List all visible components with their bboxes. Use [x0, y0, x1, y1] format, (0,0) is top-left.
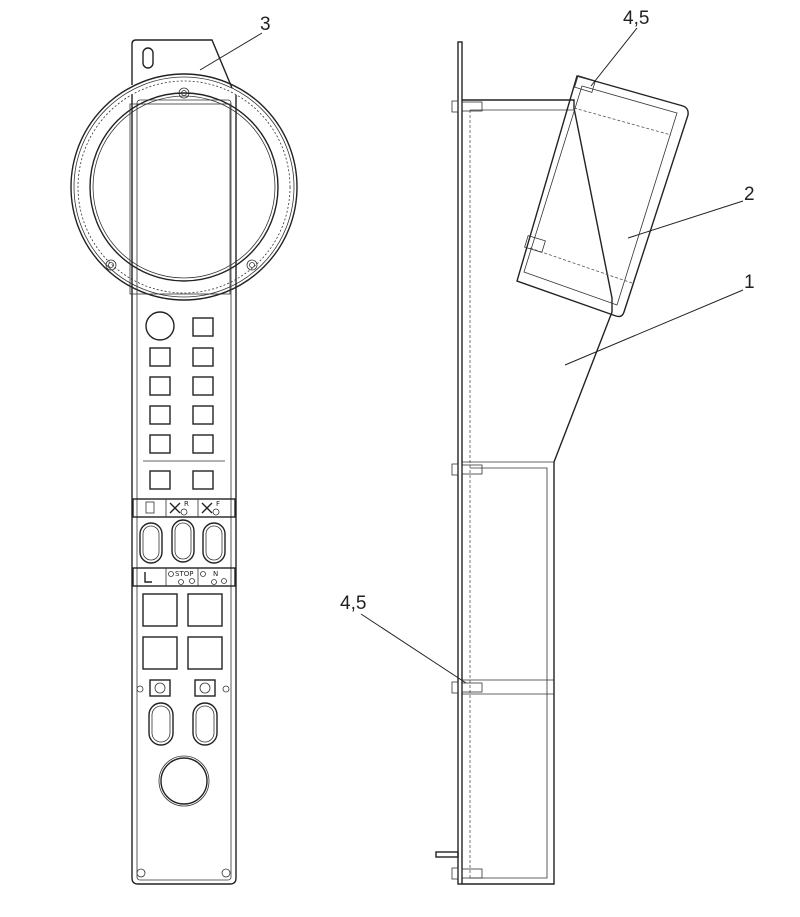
callouts: 3 4,5 2 1 4,5 — [199, 8, 755, 684]
back-plate — [457, 41, 463, 885]
emergency-stop-button — [160, 757, 208, 805]
round-button — [145, 311, 175, 341]
power-symbol-icon — [149, 679, 171, 697]
l-symbol-icon — [144, 572, 152, 583]
large-key — [142, 593, 178, 627]
pendant-side-view — [435, 41, 689, 885]
large-key — [142, 636, 178, 670]
stop-label: STOP — [175, 570, 193, 578]
pendant-front-view: R F STOP N — [70, 39, 298, 885]
display-window — [129, 103, 231, 295]
label-item-2: 2 — [744, 184, 755, 205]
oval-button — [148, 702, 174, 746]
oval-button — [202, 522, 226, 564]
large-key — [187, 593, 223, 627]
label-item-4-5-top: 4,5 — [623, 8, 649, 29]
cover-box — [516, 75, 689, 318]
large-key — [187, 636, 223, 670]
fan-icon — [169, 502, 181, 514]
oval-button — [192, 702, 218, 746]
oval-button — [171, 519, 195, 563]
hanging-tab — [131, 39, 233, 89]
rotate-symbol-icon — [194, 679, 216, 697]
label-item-1: 1 — [744, 272, 755, 293]
oval-button — [139, 522, 163, 564]
label-item-3: 3 — [260, 14, 271, 35]
r-label: R — [184, 500, 189, 508]
n-label: N — [213, 570, 218, 578]
pendant-inner-outline — [136, 99, 232, 881]
housing-body — [462, 99, 613, 885]
key-r0-right — [192, 317, 214, 337]
symbol-strip-upper: R F — [132, 498, 236, 518]
screw-set — [451, 75, 596, 880]
symbol-icon — [145, 501, 155, 514]
label-item-4-5-bottom: 4,5 — [340, 593, 366, 614]
bottom-pin — [435, 851, 459, 858]
f-label: F — [216, 500, 220, 508]
symbol-strip-lower: STOP N — [132, 567, 236, 587]
mounting-ring — [70, 73, 298, 301]
pendant-body-outline — [131, 95, 237, 885]
fan-icon — [201, 502, 213, 514]
hanging-slot — [142, 47, 154, 69]
